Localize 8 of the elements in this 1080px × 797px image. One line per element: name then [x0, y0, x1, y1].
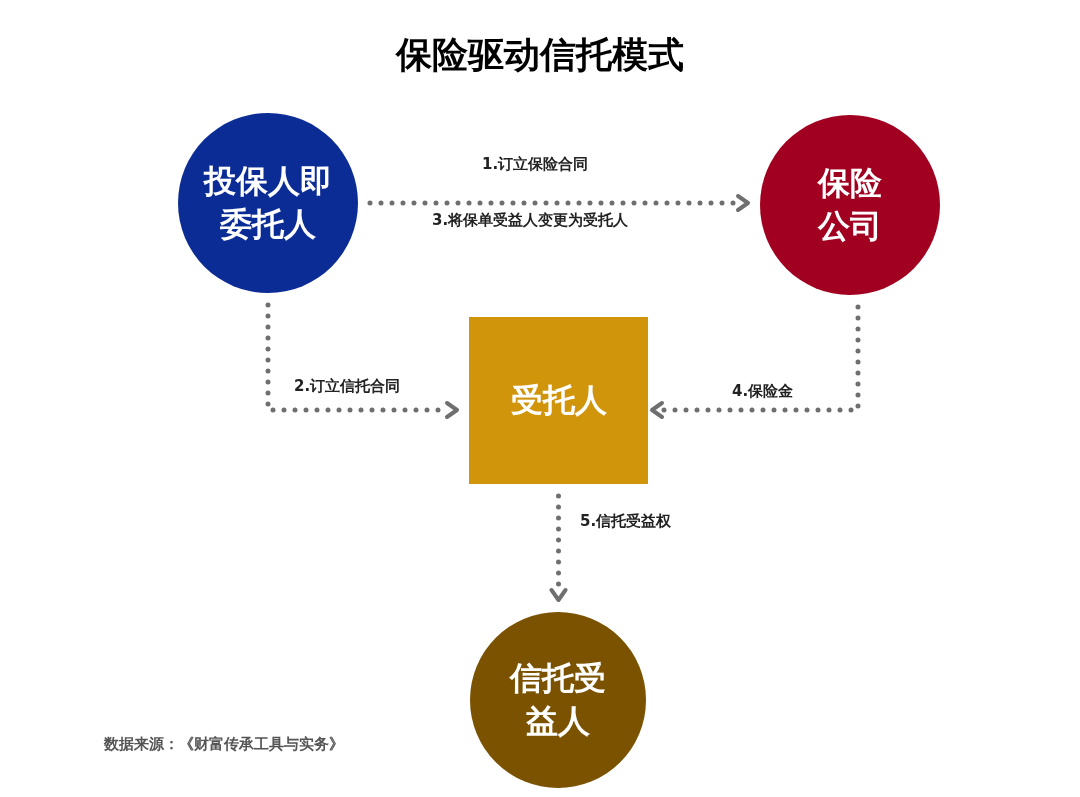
step-note: 3.将保单受益人变更为受托人: [432, 210, 629, 231]
dotted-arrow: [367, 194, 750, 212]
source-note: 数据来源：《财富传承工具与实务》: [104, 734, 344, 755]
square-node: 受托人: [469, 317, 648, 484]
dotted-arrow: [265, 302, 459, 419]
dotted-arrow: [549, 493, 568, 602]
dotted-arrow: [650, 304, 861, 419]
title: 保险驱动信托模式: [396, 33, 684, 77]
